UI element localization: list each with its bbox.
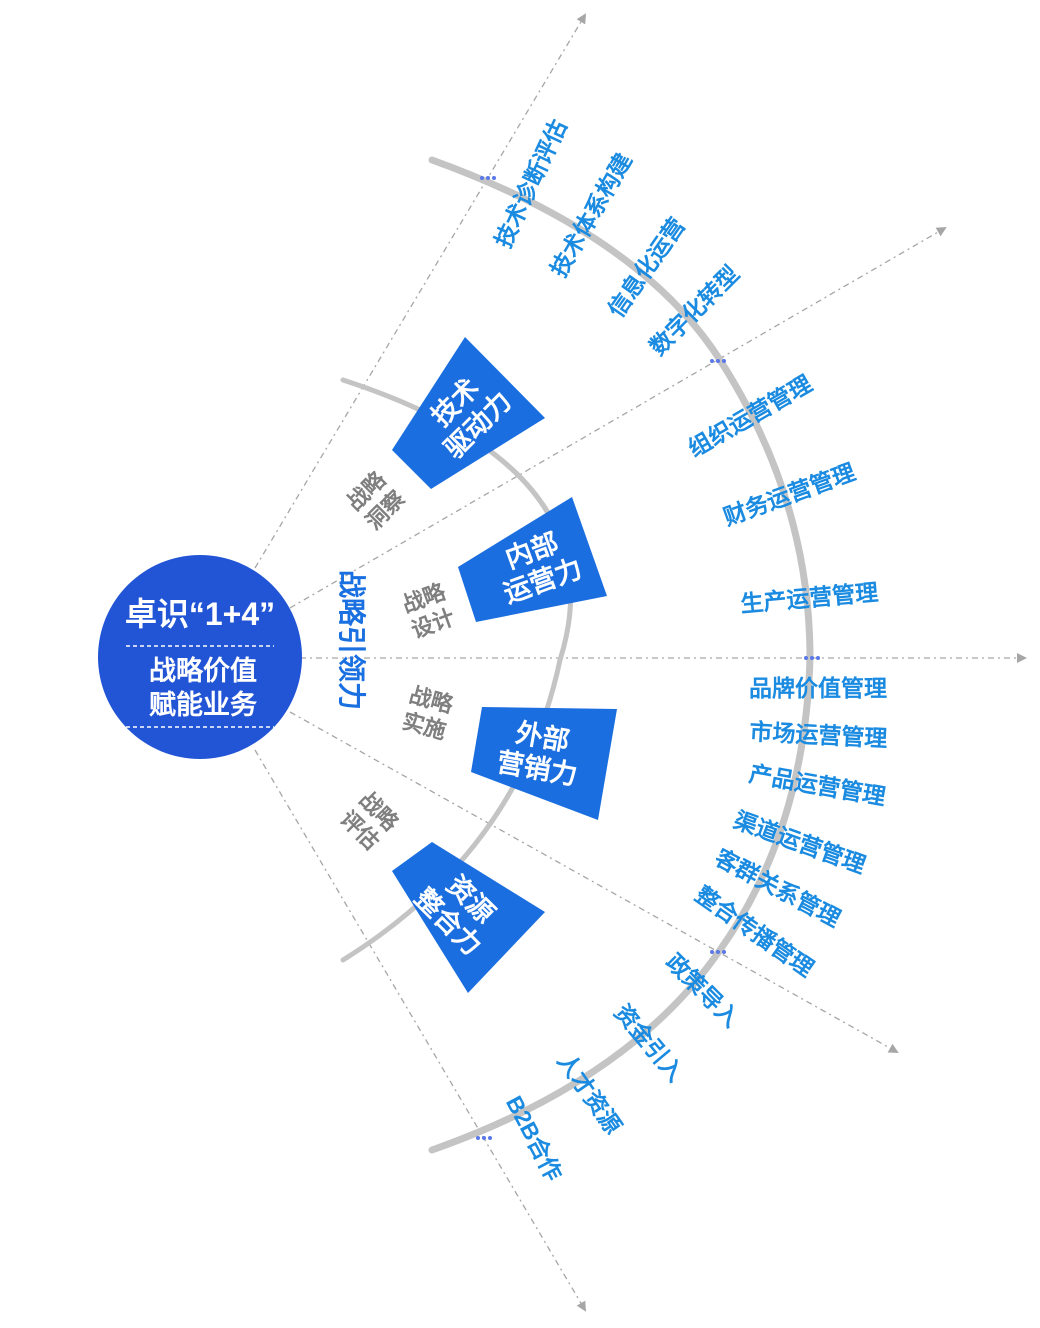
item-label: 政策导入 — [661, 949, 744, 1032]
hub-title: 卓识“1+4” — [125, 596, 275, 632]
rays — [254, 13, 1027, 1312]
hub-circle — [98, 555, 302, 759]
item-label: 组织运营管理 — [684, 370, 817, 462]
item-list: 技术诊断评估 技术体系构建 信息化运营 数字化转型 组织运营管理 财务运营管理 … — [490, 116, 888, 1185]
stage-design: 战略 设计 — [399, 579, 458, 643]
strategy-leadership-label: 战略引领力 — [336, 570, 368, 710]
stage-evaluation: 战略 评估 — [335, 787, 404, 855]
force-flag-tech: 技术 驱动力 — [392, 337, 545, 489]
ray-markers — [476, 176, 820, 1140]
marker-dots — [480, 176, 496, 180]
hub-line2: 赋能业务 — [149, 689, 257, 720]
item-label: 技术诊断评估 — [490, 116, 572, 252]
item-label: 品牌价值管理 — [749, 675, 887, 701]
marker-dots — [476, 1136, 492, 1140]
force-flag-internal: 内部 运营力 — [458, 497, 607, 622]
item-label: 资金引入 — [610, 999, 689, 1086]
force-flag-external: 外部 营销力 — [471, 707, 617, 820]
ray-4 — [289, 711, 899, 1053]
marker-dots — [710, 359, 726, 363]
stage-insight: 战略 洞察 — [342, 466, 411, 535]
item-label: 产品运营管理 — [747, 760, 887, 810]
ray-2 — [289, 226, 947, 609]
item-label: 市场运营管理 — [749, 718, 888, 751]
hub-line1: 战略价值 — [149, 655, 257, 686]
ray-5 — [254, 749, 587, 1312]
marker-dots — [710, 950, 726, 954]
hub: 卓识“1+4” 战略价值 赋能业务 — [98, 555, 302, 759]
item-label: 数字化转型 — [644, 260, 744, 360]
ray-1 — [254, 13, 587, 569]
force-flag-resource: 资源 整合力 — [392, 842, 545, 993]
stage-implementation: 战略 实施 — [400, 682, 457, 744]
marker-dots — [804, 656, 820, 660]
